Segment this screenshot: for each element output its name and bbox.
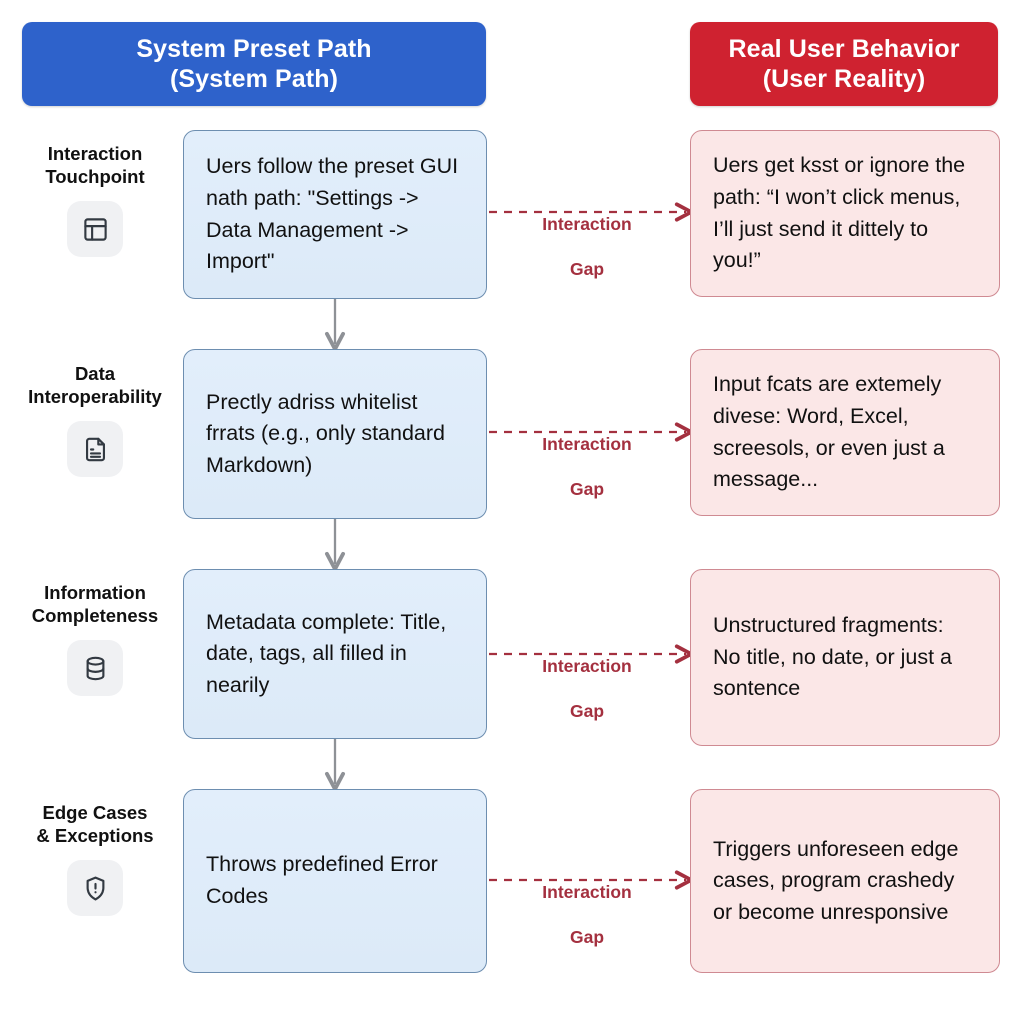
- column-header-system-line1: System Preset Path: [136, 34, 372, 63]
- gap-label-row-1: Interaction Gap: [512, 191, 662, 281]
- gap-label-row-4: Interaction Gap: [512, 859, 662, 949]
- document-text-icon: [67, 421, 123, 478]
- gap-label-row-3: Interaction Gap: [512, 633, 662, 723]
- gap-label-row-2-line2: Gap: [569, 479, 605, 500]
- system-node-2-text: Prectly adriss whitelist frrats (e.g., o…: [206, 389, 445, 477]
- gap-label-row-1-line2: Gap: [569, 259, 605, 280]
- user-node-2-text: Input fcats are extemely divese: Word, E…: [713, 372, 945, 492]
- layout-panel-icon: [67, 201, 123, 258]
- row-label-data-interoperability: Data Interoperability: [8, 362, 182, 478]
- user-node-4-text: Triggers unforeseen edge cases, program …: [713, 836, 959, 924]
- gap-label-row-1-line1: Interaction: [542, 214, 632, 235]
- column-header-user-line1: Real User Behavior: [728, 34, 960, 63]
- shield-alert-icon: [67, 860, 123, 917]
- row-label-caption: Interaction Touchpoint: [45, 143, 145, 188]
- user-node-4: Triggers unforeseen edge cases, program …: [690, 789, 1000, 973]
- column-header-system-line2: (System Path): [169, 65, 338, 93]
- gap-label-row-2-line1: Interaction: [542, 434, 632, 455]
- gap-label-row-3-line2: Gap: [569, 701, 605, 722]
- system-node-3-text: Metadata complete: Title, date, tags, al…: [206, 609, 447, 697]
- user-node-2: Input fcats are extemely divese: Word, E…: [690, 349, 1000, 516]
- row-label-information-completeness: Information Completeness: [8, 581, 182, 697]
- user-node-1: Uers get ksst or ignore the path: “I won…: [690, 130, 1000, 297]
- gap-label-row-3-line1: Interaction: [542, 656, 632, 677]
- system-node-4-text: Throws predefined Error Codes: [206, 852, 438, 908]
- row-label-interaction-touchpoint: Interaction Touchpoint: [8, 142, 182, 258]
- column-header-user: Real User Behavior (User Reality): [690, 22, 998, 106]
- gap-label-row-2: Interaction Gap: [512, 411, 662, 501]
- user-node-3: Unstructured fragments: No title, no dat…: [690, 569, 1000, 746]
- user-node-3-text: Unstructured fragments: No title, no dat…: [713, 613, 953, 701]
- gap-arrow-group: [489, 202, 694, 890]
- row-label-caption: Information Completeness: [31, 582, 159, 627]
- system-node-2: Prectly adriss whitelist frrats (e.g., o…: [183, 349, 487, 519]
- gap-label-row-4-line1: Interaction: [542, 882, 632, 903]
- column-header-system: System Preset Path (System Path): [22, 22, 486, 106]
- row-label-caption: Data Interoperability: [28, 363, 162, 408]
- column-header-user-line2: (User Reality): [762, 65, 926, 93]
- system-node-1: Uers follow the preset GUI nath path: "S…: [183, 130, 487, 299]
- row-label-caption: Edge Cases & Exceptions: [36, 802, 154, 847]
- gap-label-row-4-line2: Gap: [569, 927, 605, 948]
- system-node-4: Throws predefined Error Codes: [183, 789, 487, 973]
- system-node-3: Metadata complete: Title, date, tags, al…: [183, 569, 487, 739]
- database-icon: [67, 640, 123, 697]
- row-label-edge-cases-exceptions: Edge Cases & Exceptions: [8, 801, 182, 917]
- system-node-1-text: Uers follow the preset GUI nath path: "S…: [206, 154, 459, 274]
- user-node-1-text: Uers get ksst or ignore the path: “I won…: [713, 153, 966, 273]
